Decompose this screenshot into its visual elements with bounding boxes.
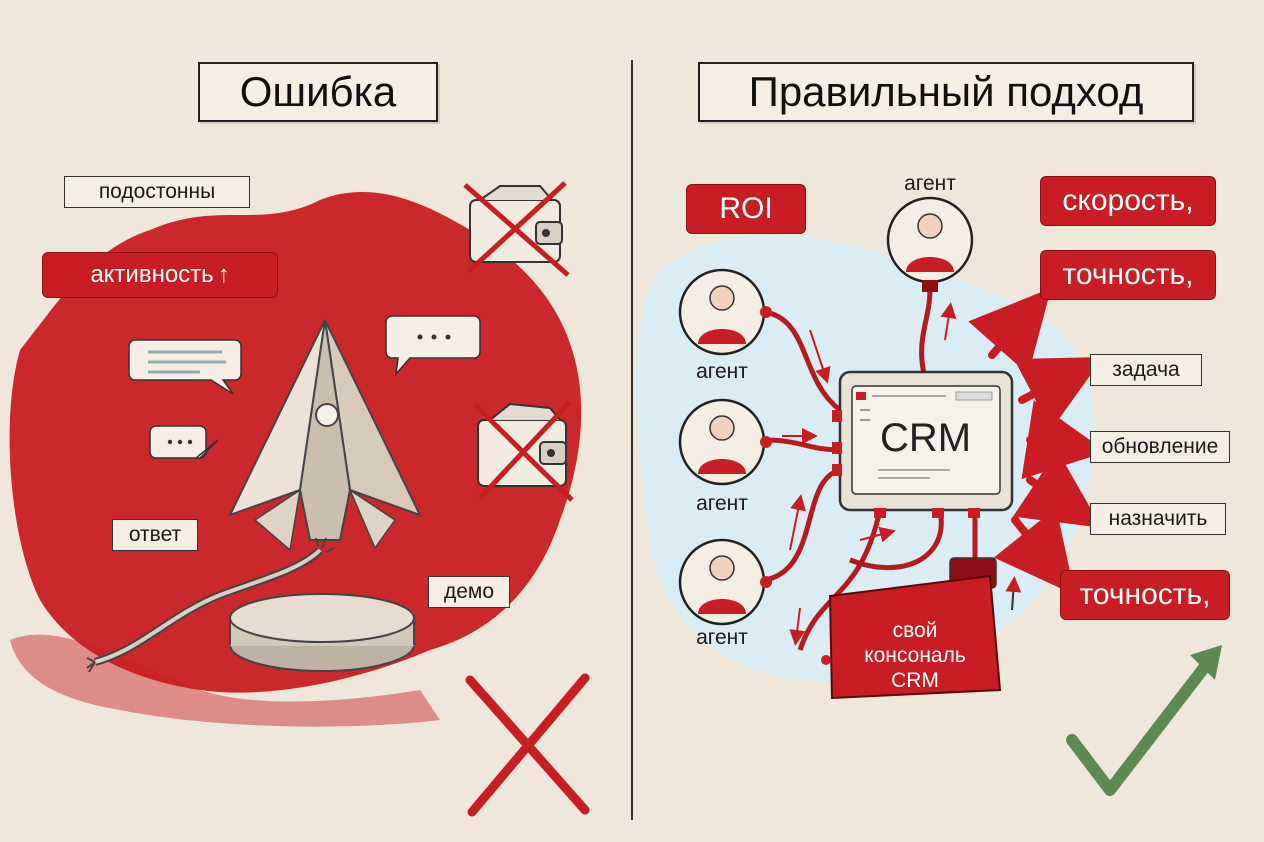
- crm-monitor-icon: [832, 370, 1014, 518]
- crm-label: CRM: [880, 416, 972, 460]
- label-update: обновление: [1090, 431, 1230, 463]
- label-task: задача: [1090, 354, 1202, 386]
- agent-avatar-icon: [678, 268, 772, 356]
- label-activity: активность↑: [42, 252, 278, 298]
- agent-avatar-icon: [678, 398, 772, 486]
- speech-bubble-dots: [149, 425, 219, 459]
- paper-plane-icon: [228, 319, 422, 552]
- own-crm-label: свой консональ CRM: [864, 619, 966, 692]
- crossed-wallet-icon: [473, 400, 574, 502]
- agent-caption-3: агент: [696, 626, 748, 649]
- right-title: Правильный подход: [698, 62, 1194, 122]
- speech-bubble-dots: [385, 315, 481, 377]
- flow-arrows-small: [782, 302, 1022, 646]
- agent-avatar-icon: [678, 538, 772, 626]
- label-assign: назначить: [1090, 503, 1226, 535]
- agent-caption-2: агент: [696, 492, 748, 515]
- speech-bubble-lines: [128, 339, 242, 395]
- crossed-wallet-icon: [463, 181, 570, 277]
- label-accuracy-bottom: точность,: [1060, 570, 1230, 620]
- output-arrows: [968, 288, 1107, 595]
- check-mark-icon: [1066, 645, 1222, 796]
- label-answer: ответ: [112, 519, 198, 551]
- label-demo: демо: [428, 576, 510, 608]
- agent-avatar-icon: [886, 196, 974, 292]
- own-crm-device: [821, 557, 1002, 700]
- label-accuracy-top: точность,: [1040, 250, 1216, 300]
- cut-cable-icon: [86, 537, 335, 673]
- arrow-up-icon: ↑: [217, 261, 230, 288]
- agent-wires: [764, 289, 978, 651]
- agent-caption-1: агент: [696, 360, 748, 383]
- activity-text: активность: [90, 261, 214, 288]
- left-title: Ошибка: [198, 62, 438, 122]
- base-puck-icon: [229, 593, 415, 672]
- agent-caption-top: агент: [904, 172, 956, 195]
- label-speed: скорость,: [1040, 176, 1216, 226]
- label-roi: ROI: [686, 184, 806, 234]
- cross-mark-icon: [465, 673, 590, 817]
- label-podostonny: подостонны: [64, 176, 250, 208]
